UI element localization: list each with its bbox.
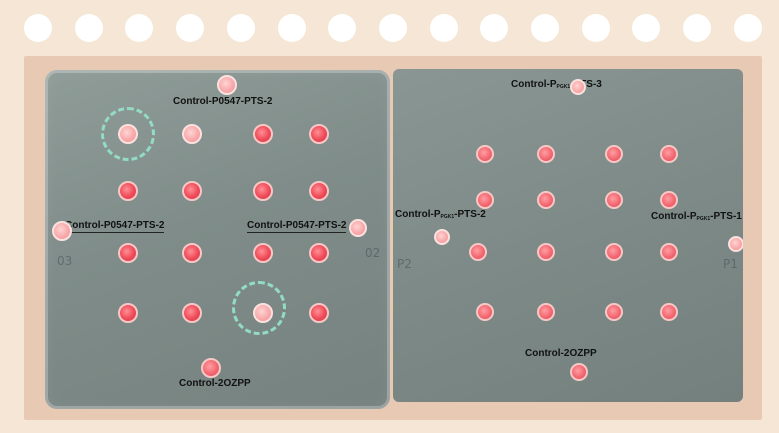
colony-spot bbox=[182, 303, 202, 323]
right-agar-plate: P2 P1 Control-PPGK1-PTS-3 Control-PPGK1-… bbox=[393, 69, 743, 402]
colony-spot bbox=[118, 181, 138, 201]
colony-spot bbox=[434, 229, 450, 245]
colony-spot bbox=[201, 358, 221, 378]
colony-spot bbox=[253, 243, 273, 263]
colony-spot bbox=[469, 243, 487, 261]
colony-spot bbox=[309, 181, 329, 201]
colony-spot bbox=[476, 303, 494, 321]
perforation-hole bbox=[581, 14, 610, 42]
colony-spot bbox=[537, 303, 555, 321]
perforation-hole bbox=[378, 14, 407, 42]
colony-spot bbox=[309, 303, 329, 323]
photo-frame: 03 02 Control-P0547-PTS-2 Control-P0547-… bbox=[24, 56, 762, 420]
marker-scribble: 03 bbox=[57, 254, 73, 268]
colony-spot bbox=[253, 181, 273, 201]
perforation-hole bbox=[277, 14, 306, 42]
perforation-hole bbox=[733, 14, 762, 42]
perforation-hole bbox=[429, 14, 458, 42]
colony-spot bbox=[605, 243, 623, 261]
label-left-control: Control-PPGK1-PTS-2 bbox=[395, 209, 486, 220]
colony-spot bbox=[570, 363, 588, 381]
left-agar-plate: 03 02 Control-P0547-PTS-2 Control-P0547-… bbox=[45, 70, 390, 409]
marker-scribble: 02 bbox=[365, 246, 381, 260]
highlight-ring bbox=[101, 107, 155, 161]
colony-spot bbox=[660, 303, 678, 321]
colony-spot bbox=[537, 243, 555, 261]
perforated-header-strip bbox=[0, 0, 779, 56]
colony-spot bbox=[605, 303, 623, 321]
perforation-hole bbox=[328, 14, 357, 42]
perforation-hole bbox=[632, 14, 661, 42]
label-top-control: Control-P0547-PTS-2 bbox=[173, 96, 273, 107]
perforation-hole bbox=[683, 14, 712, 42]
colony-spot bbox=[537, 191, 555, 209]
colony-spot bbox=[537, 145, 555, 163]
colony-spot bbox=[182, 124, 202, 144]
colony-spot bbox=[118, 303, 138, 323]
colony-spot bbox=[118, 243, 138, 263]
colony-spot bbox=[476, 191, 494, 209]
label-left-control: Control-P0547-PTS-2 bbox=[65, 220, 165, 233]
label-bottom-control: Control-2OZPP bbox=[179, 378, 251, 389]
label-bottom-control: Control-2OZPP bbox=[525, 348, 597, 359]
marker-scribble: P1 bbox=[723, 257, 738, 271]
colony-spot bbox=[660, 191, 678, 209]
colony-spot bbox=[217, 75, 237, 95]
colony-spot bbox=[349, 219, 367, 237]
perforation-hole bbox=[176, 14, 205, 42]
colony-spot bbox=[476, 145, 494, 163]
colony-spot bbox=[309, 124, 329, 144]
label-right-control: Control-PPGK1-PTS-1 bbox=[651, 211, 742, 222]
perforation-hole bbox=[226, 14, 255, 42]
highlight-ring bbox=[232, 281, 286, 335]
perforation-hole bbox=[125, 14, 154, 42]
perforation-hole bbox=[74, 14, 103, 42]
colony-spot bbox=[309, 243, 329, 263]
colony-spot bbox=[253, 124, 273, 144]
colony-spot bbox=[660, 243, 678, 261]
perforation-hole bbox=[480, 14, 509, 42]
label-right-control: Control-P0547-PTS-2 bbox=[247, 220, 347, 233]
colony-spot bbox=[660, 145, 678, 163]
perforation-hole bbox=[531, 14, 559, 42]
colony-spot bbox=[605, 191, 623, 209]
colony-spot bbox=[182, 181, 202, 201]
colony-spot bbox=[605, 145, 623, 163]
colony-spot bbox=[182, 243, 202, 263]
colony-spot bbox=[52, 221, 72, 241]
colony-spot bbox=[728, 236, 743, 252]
label-top-control: Control-PPGK1-PTS-3 bbox=[511, 79, 602, 90]
perforation-hole bbox=[24, 14, 52, 42]
marker-scribble: P2 bbox=[397, 257, 412, 271]
colony-spot bbox=[570, 79, 586, 95]
